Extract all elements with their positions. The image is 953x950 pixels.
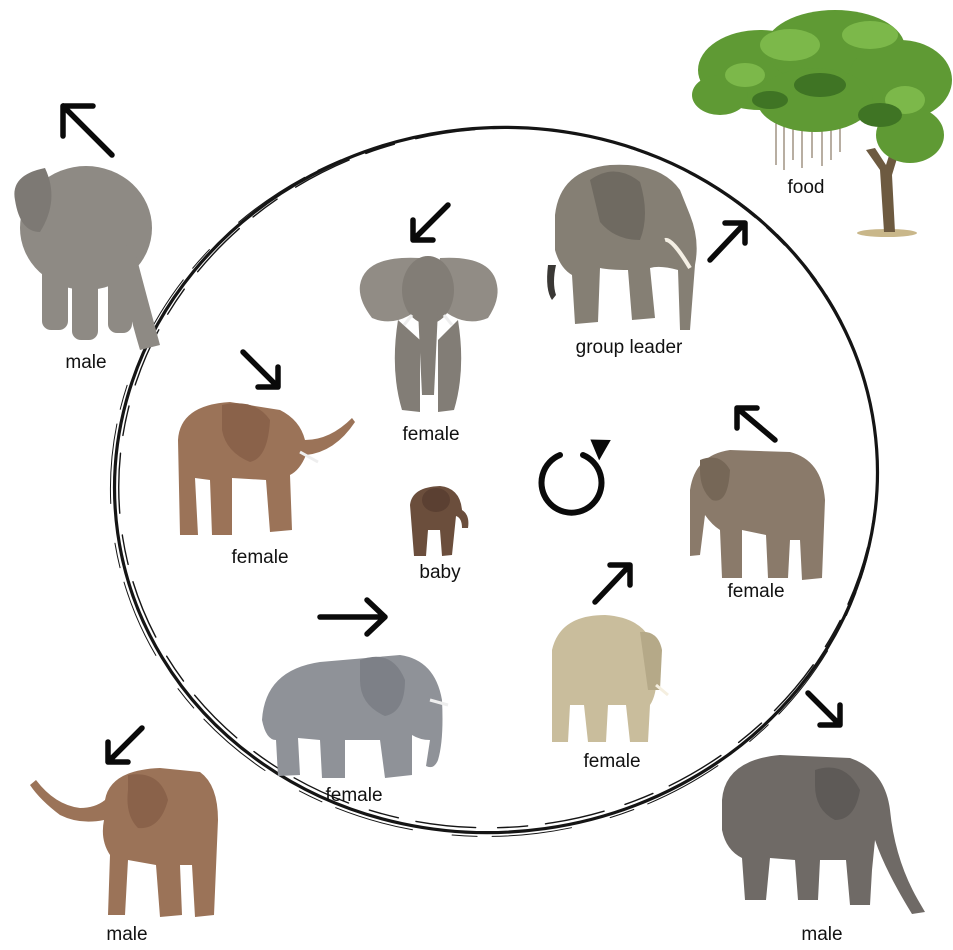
group-leader-label: group leader (576, 338, 683, 357)
female-elephant-right (690, 450, 825, 580)
arrow-icon (737, 408, 775, 440)
female-left-label: female (231, 548, 288, 567)
male-elephant-bottom-left (30, 768, 218, 917)
female-elephant-bottom-left (262, 655, 448, 778)
male-bottom-right-label: male (801, 925, 842, 944)
female-top-label: female (402, 425, 459, 444)
counterclockwise-rotation-icon (542, 436, 614, 513)
female-elephant-top (360, 256, 498, 412)
arrow-icon (243, 352, 278, 387)
group-leader-elephant (547, 165, 697, 330)
female-elephant-bottom-right (552, 615, 668, 742)
arrow-icon (595, 565, 630, 602)
female-elephant-left (178, 402, 355, 535)
female-right-label: female (727, 582, 784, 601)
female-bottom-right-label: female (583, 752, 640, 771)
arrow-icon (320, 600, 385, 634)
baby-label: baby (419, 563, 460, 582)
arrow-icon (63, 106, 112, 155)
female-bottom-left-label: female (325, 786, 382, 805)
arrow-icon (108, 728, 142, 762)
male-top-left-label: male (65, 353, 106, 372)
tree-icon (692, 10, 952, 237)
male-elephant-top-left (14, 166, 160, 350)
baby-elephant (410, 486, 468, 556)
arrow-icon (413, 205, 448, 240)
male-elephant-bottom-right (722, 755, 925, 914)
arrow-icon (710, 223, 745, 260)
arrow-icon (808, 693, 840, 725)
food-label: food (788, 178, 825, 197)
male-bottom-left-label: male (106, 925, 147, 944)
